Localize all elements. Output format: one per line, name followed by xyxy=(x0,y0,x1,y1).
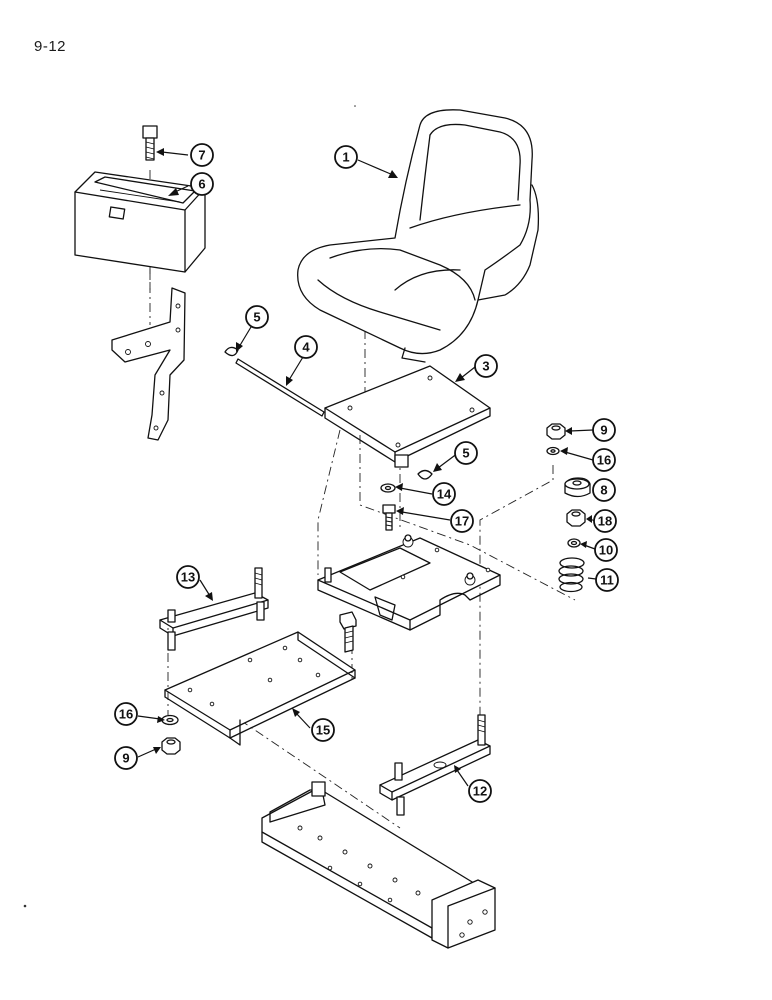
svg-text:5: 5 xyxy=(462,446,469,461)
stud-bar-13 xyxy=(159,567,269,651)
washer-14 xyxy=(380,483,396,493)
callout-13: 13 xyxy=(176,565,200,589)
speck xyxy=(354,105,356,107)
callout-5-upper: 5 xyxy=(245,305,269,329)
svg-text:12: 12 xyxy=(473,784,487,799)
spring xyxy=(558,557,585,593)
bolt-large xyxy=(339,611,357,653)
callout-3: 3 xyxy=(474,354,498,378)
clip-right xyxy=(417,469,433,480)
svg-text:14: 14 xyxy=(437,487,452,502)
leader-lines xyxy=(137,148,597,787)
callout-15: 15 xyxy=(311,718,335,742)
callout-14: 14 xyxy=(432,482,456,506)
seat-mounting-plate xyxy=(324,365,491,468)
callout-12: 12 xyxy=(468,779,492,803)
nut-18 xyxy=(566,509,586,527)
callout-17: 17 xyxy=(450,509,474,533)
callout-4: 4 xyxy=(294,335,318,359)
callout-18: 18 xyxy=(593,509,617,533)
svg-text:11: 11 xyxy=(600,573,614,588)
svg-text:10: 10 xyxy=(599,543,613,558)
page-number: 9-12 xyxy=(34,38,67,55)
svg-text:1: 1 xyxy=(342,150,349,165)
svg-text:13: 13 xyxy=(181,570,195,585)
svg-text:3: 3 xyxy=(482,359,489,374)
svg-text:5: 5 xyxy=(253,310,260,325)
stud-bar-12 xyxy=(379,714,491,816)
callout-11: 11 xyxy=(595,568,619,592)
callout-1: 1 xyxy=(334,145,358,169)
frame-bracket xyxy=(261,781,496,949)
callout-16-left: 16 xyxy=(114,702,138,726)
washer-10 xyxy=(567,538,581,548)
svg-text:4: 4 xyxy=(302,340,310,355)
callout-7: 7 xyxy=(190,143,214,167)
svg-text:17: 17 xyxy=(455,514,469,529)
callout-9-left: 9 xyxy=(114,746,138,770)
svg-text:9: 9 xyxy=(122,751,129,766)
seat xyxy=(297,109,540,363)
svg-text:6: 6 xyxy=(198,177,205,192)
nut-9-left xyxy=(161,737,181,755)
support-plate xyxy=(164,631,356,746)
svg-text:7: 7 xyxy=(198,148,205,163)
svg-text:18: 18 xyxy=(598,514,612,529)
svg-text:16: 16 xyxy=(119,707,133,722)
svg-text:8: 8 xyxy=(600,483,607,498)
callout-8: 8 xyxy=(592,478,616,502)
callout-16-right: 16 xyxy=(592,448,616,472)
speck xyxy=(23,904,27,908)
bolt-7 xyxy=(142,125,158,161)
toolbox xyxy=(74,171,206,273)
nut-9-right xyxy=(546,423,566,440)
svg-text:9: 9 xyxy=(600,423,607,438)
rubber-isolator xyxy=(564,477,591,498)
callout-9-right: 9 xyxy=(592,418,616,442)
suspension-base xyxy=(317,534,501,631)
callout-10: 10 xyxy=(594,538,618,562)
toolbox-bracket xyxy=(111,287,186,441)
callout-5-lower: 5 xyxy=(454,441,478,465)
callout-6: 6 xyxy=(190,172,214,196)
svg-text:15: 15 xyxy=(316,723,330,738)
washer-16-right xyxy=(546,446,560,456)
bolt-17 xyxy=(382,504,396,531)
svg-text:16: 16 xyxy=(597,453,611,468)
